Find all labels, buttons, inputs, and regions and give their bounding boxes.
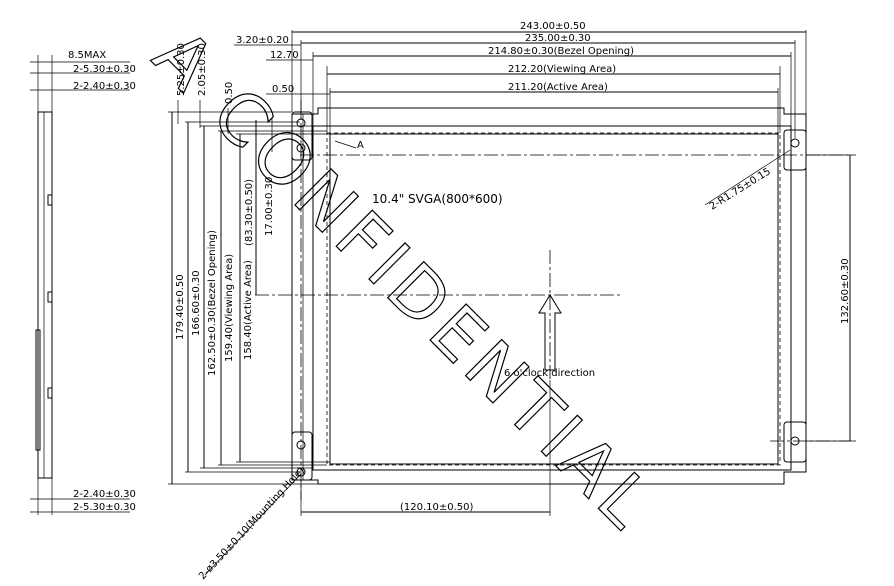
detail-a-leader bbox=[334, 140, 357, 149]
side-bottom-dim-b: 2-5.30±0.30 bbox=[73, 502, 136, 513]
dim-overall-height-label: 179.40±0.50 bbox=[175, 274, 186, 340]
dim-hole-offset-label: 3.20±0.20 bbox=[236, 35, 289, 46]
side-tab bbox=[47, 387, 53, 399]
dim-mounting-width-label: 235.00±0.30 bbox=[525, 33, 591, 44]
side-bottom-dim-a: 2-2.40±0.30 bbox=[73, 489, 136, 500]
dim-bezel-width-label: 214.80±0.30(Bezel Opening) bbox=[488, 46, 634, 57]
dim-top-offset-label: 17.00±0.30 bbox=[264, 177, 275, 236]
dim-bezel-top-label: 2.05±0.30 bbox=[197, 43, 208, 96]
dim-active-height-label: 158.40(Active Area) bbox=[243, 260, 254, 360]
vertical-dimensions: 179.40±0.50 166.60±0.30 162.50±0.30(Beze… bbox=[168, 43, 856, 485]
side-view: 8.5MAX 2-5.30±0.30 2-2.40±0.30 2-2.40±0.… bbox=[30, 50, 136, 515]
panel-label: 10.4" SVGA(800*600) bbox=[372, 192, 503, 206]
direction-label: 6 o'clock direction bbox=[504, 368, 595, 379]
dim-hole-top-label: 5.25±0.30 bbox=[176, 43, 187, 96]
dim-active-width-label: 211.20(Active Area) bbox=[508, 82, 608, 93]
mounting-hole-callout: 2-ø3.50±0.10(Mounting Hole) bbox=[197, 465, 307, 582]
dim-bezel-height-label: 166.60±0.30 bbox=[191, 270, 202, 336]
side-top-dim-a: 2-5.30±0.30 bbox=[73, 64, 136, 75]
dim-center-offset-label: (120.10±0.50) bbox=[400, 502, 474, 513]
dim-viewing-height-label: 159.40(Viewing Area) bbox=[224, 254, 235, 362]
mounting-hole-top-right bbox=[790, 138, 800, 148]
dim-viewing-width-label: 212.20(Viewing Area) bbox=[508, 64, 616, 75]
horizontal-dimensions: 243.00±0.50 235.00±0.30 214.80±0.30(Beze… bbox=[234, 21, 807, 516]
mounting-ear-bottom-left bbox=[291, 431, 313, 481]
hole-leader bbox=[204, 473, 302, 576]
dim-bezel-offset-label: 12.70 bbox=[270, 50, 299, 61]
side-connector bbox=[35, 329, 41, 451]
active-area-outline bbox=[329, 133, 779, 465]
slot-callout: 2-R1.75±0.15 bbox=[708, 166, 773, 212]
side-max-thickness: 8.5MAX bbox=[68, 50, 106, 61]
dim-overall-width-label: 243.00±0.50 bbox=[520, 21, 586, 32]
dim-view-offset-label: 0.50 bbox=[272, 84, 294, 95]
side-tab bbox=[47, 194, 53, 206]
dim-center-height-label: (83.30±0.50) bbox=[244, 179, 255, 246]
side-tab bbox=[47, 291, 53, 303]
mounting-ear-top-left bbox=[291, 111, 313, 161]
detail-a-label: A bbox=[357, 140, 364, 151]
viewing-direction-arrow bbox=[538, 294, 562, 371]
module-outline bbox=[291, 107, 807, 485]
mounting-ear-bottom-right bbox=[783, 421, 807, 463]
dim-bezel-opening-height-label: 162.50±0.30(Bezel Opening) bbox=[207, 230, 218, 376]
dim-mount-height-label: 132.60±0.30 bbox=[840, 258, 851, 324]
viewing-area-outline bbox=[326, 132, 781, 466]
dim-view-top-label: 0.50 bbox=[224, 82, 235, 104]
bezel-opening bbox=[312, 125, 792, 471]
slot-leader bbox=[704, 149, 791, 206]
side-top-dim-b: 2-2.40±0.30 bbox=[73, 81, 136, 92]
